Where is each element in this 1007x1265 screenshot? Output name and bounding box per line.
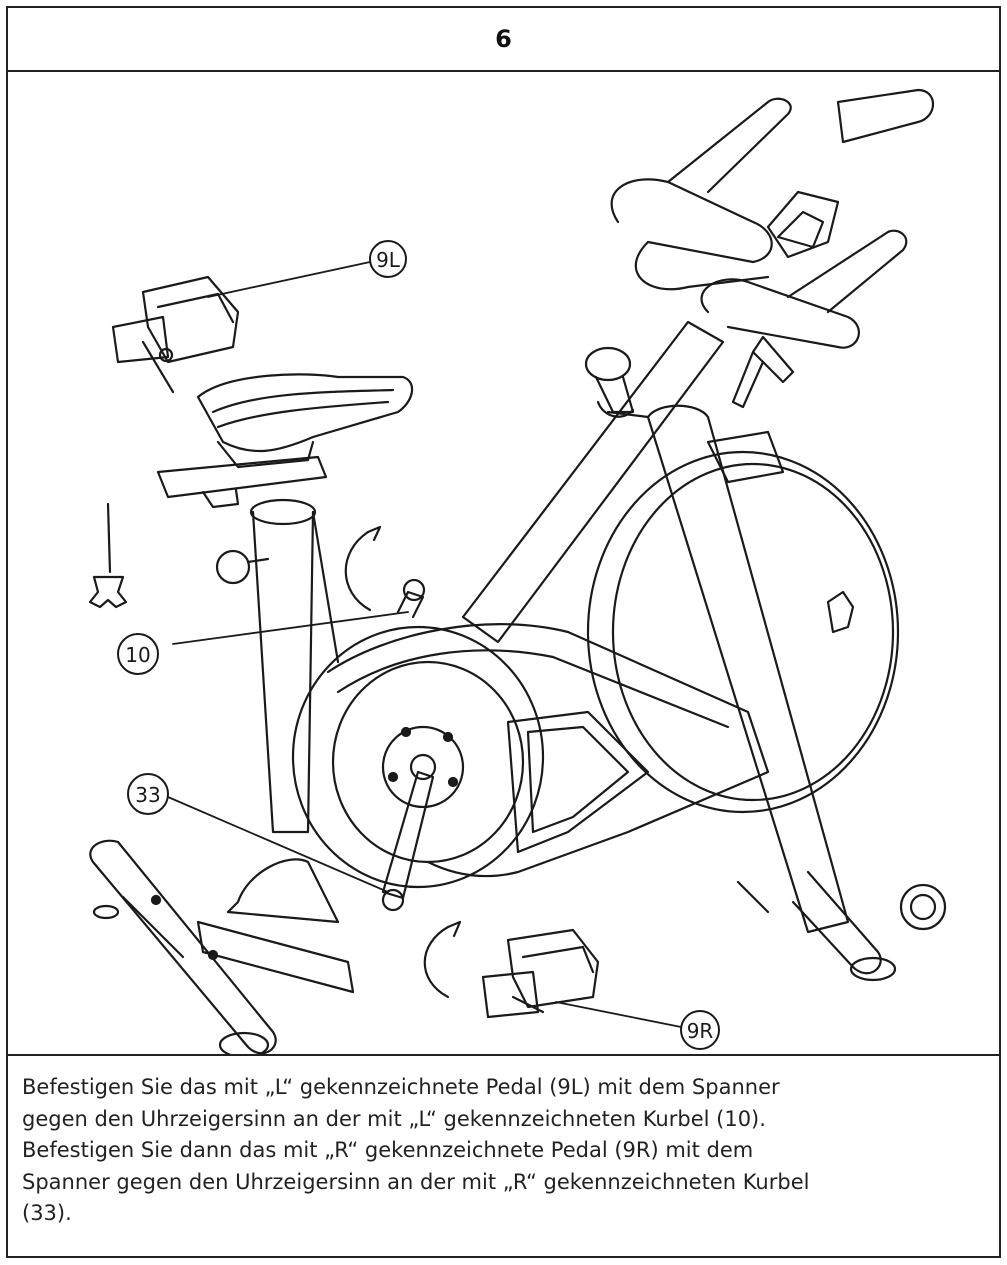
callout-9L-label: 9L (376, 248, 401, 272)
seat-assembly (156, 373, 414, 834)
instruction-line: Befestigen Sie dann das mit „R“ gekennze… (22, 1138, 754, 1162)
rear-stabilizer (89, 839, 355, 1054)
chain-guard (291, 623, 770, 889)
callout-leaders (167, 261, 682, 1028)
manual-step-panel: 6 (6, 6, 1001, 1258)
rotation-arrow-left (344, 525, 382, 612)
callout-33: 33 (127, 773, 169, 815)
front-stabilizer (736, 870, 947, 982)
callout-10-label: 10 (125, 643, 150, 667)
instruction-line: (33). (22, 1201, 72, 1225)
callout-33-label: 33 (135, 783, 160, 807)
allen-key-tool (88, 502, 128, 609)
handlebar-assembly (610, 88, 934, 409)
assembly-illustration: 9L 10 33 9R (8, 72, 999, 1056)
resistance-knob (584, 346, 635, 418)
exercise-bike-drawing: 9L 10 33 9R (88, 88, 947, 1054)
callout-9R: 9R (680, 1010, 720, 1050)
callout-9R-label: 9R (687, 1019, 714, 1043)
step-header: 6 (8, 8, 999, 72)
right-pedal (481, 928, 600, 1019)
instruction-line: Befestigen Sie das mit „L“ gekennzeichne… (22, 1075, 780, 1099)
step-number: 6 (495, 25, 512, 53)
instruction-line: gegen den Uhrzeigersinn an der mit „L“ g… (22, 1106, 766, 1131)
callout-10: 10 (117, 633, 159, 675)
instruction-line: Spanner gegen den Uhrzeigersinn an der m… (22, 1169, 810, 1194)
callout-9L: 9L (369, 240, 407, 278)
flywheel (586, 430, 900, 814)
crank-hub (381, 725, 465, 809)
rotation-arrow-right (423, 920, 462, 999)
right-crank-arm (381, 770, 435, 912)
front-frame-tube (461, 320, 850, 934)
instruction-text: Befestigen Sie das mit „L“ gekennzeichne… (22, 1072, 982, 1230)
left-crank-arm (396, 578, 426, 619)
